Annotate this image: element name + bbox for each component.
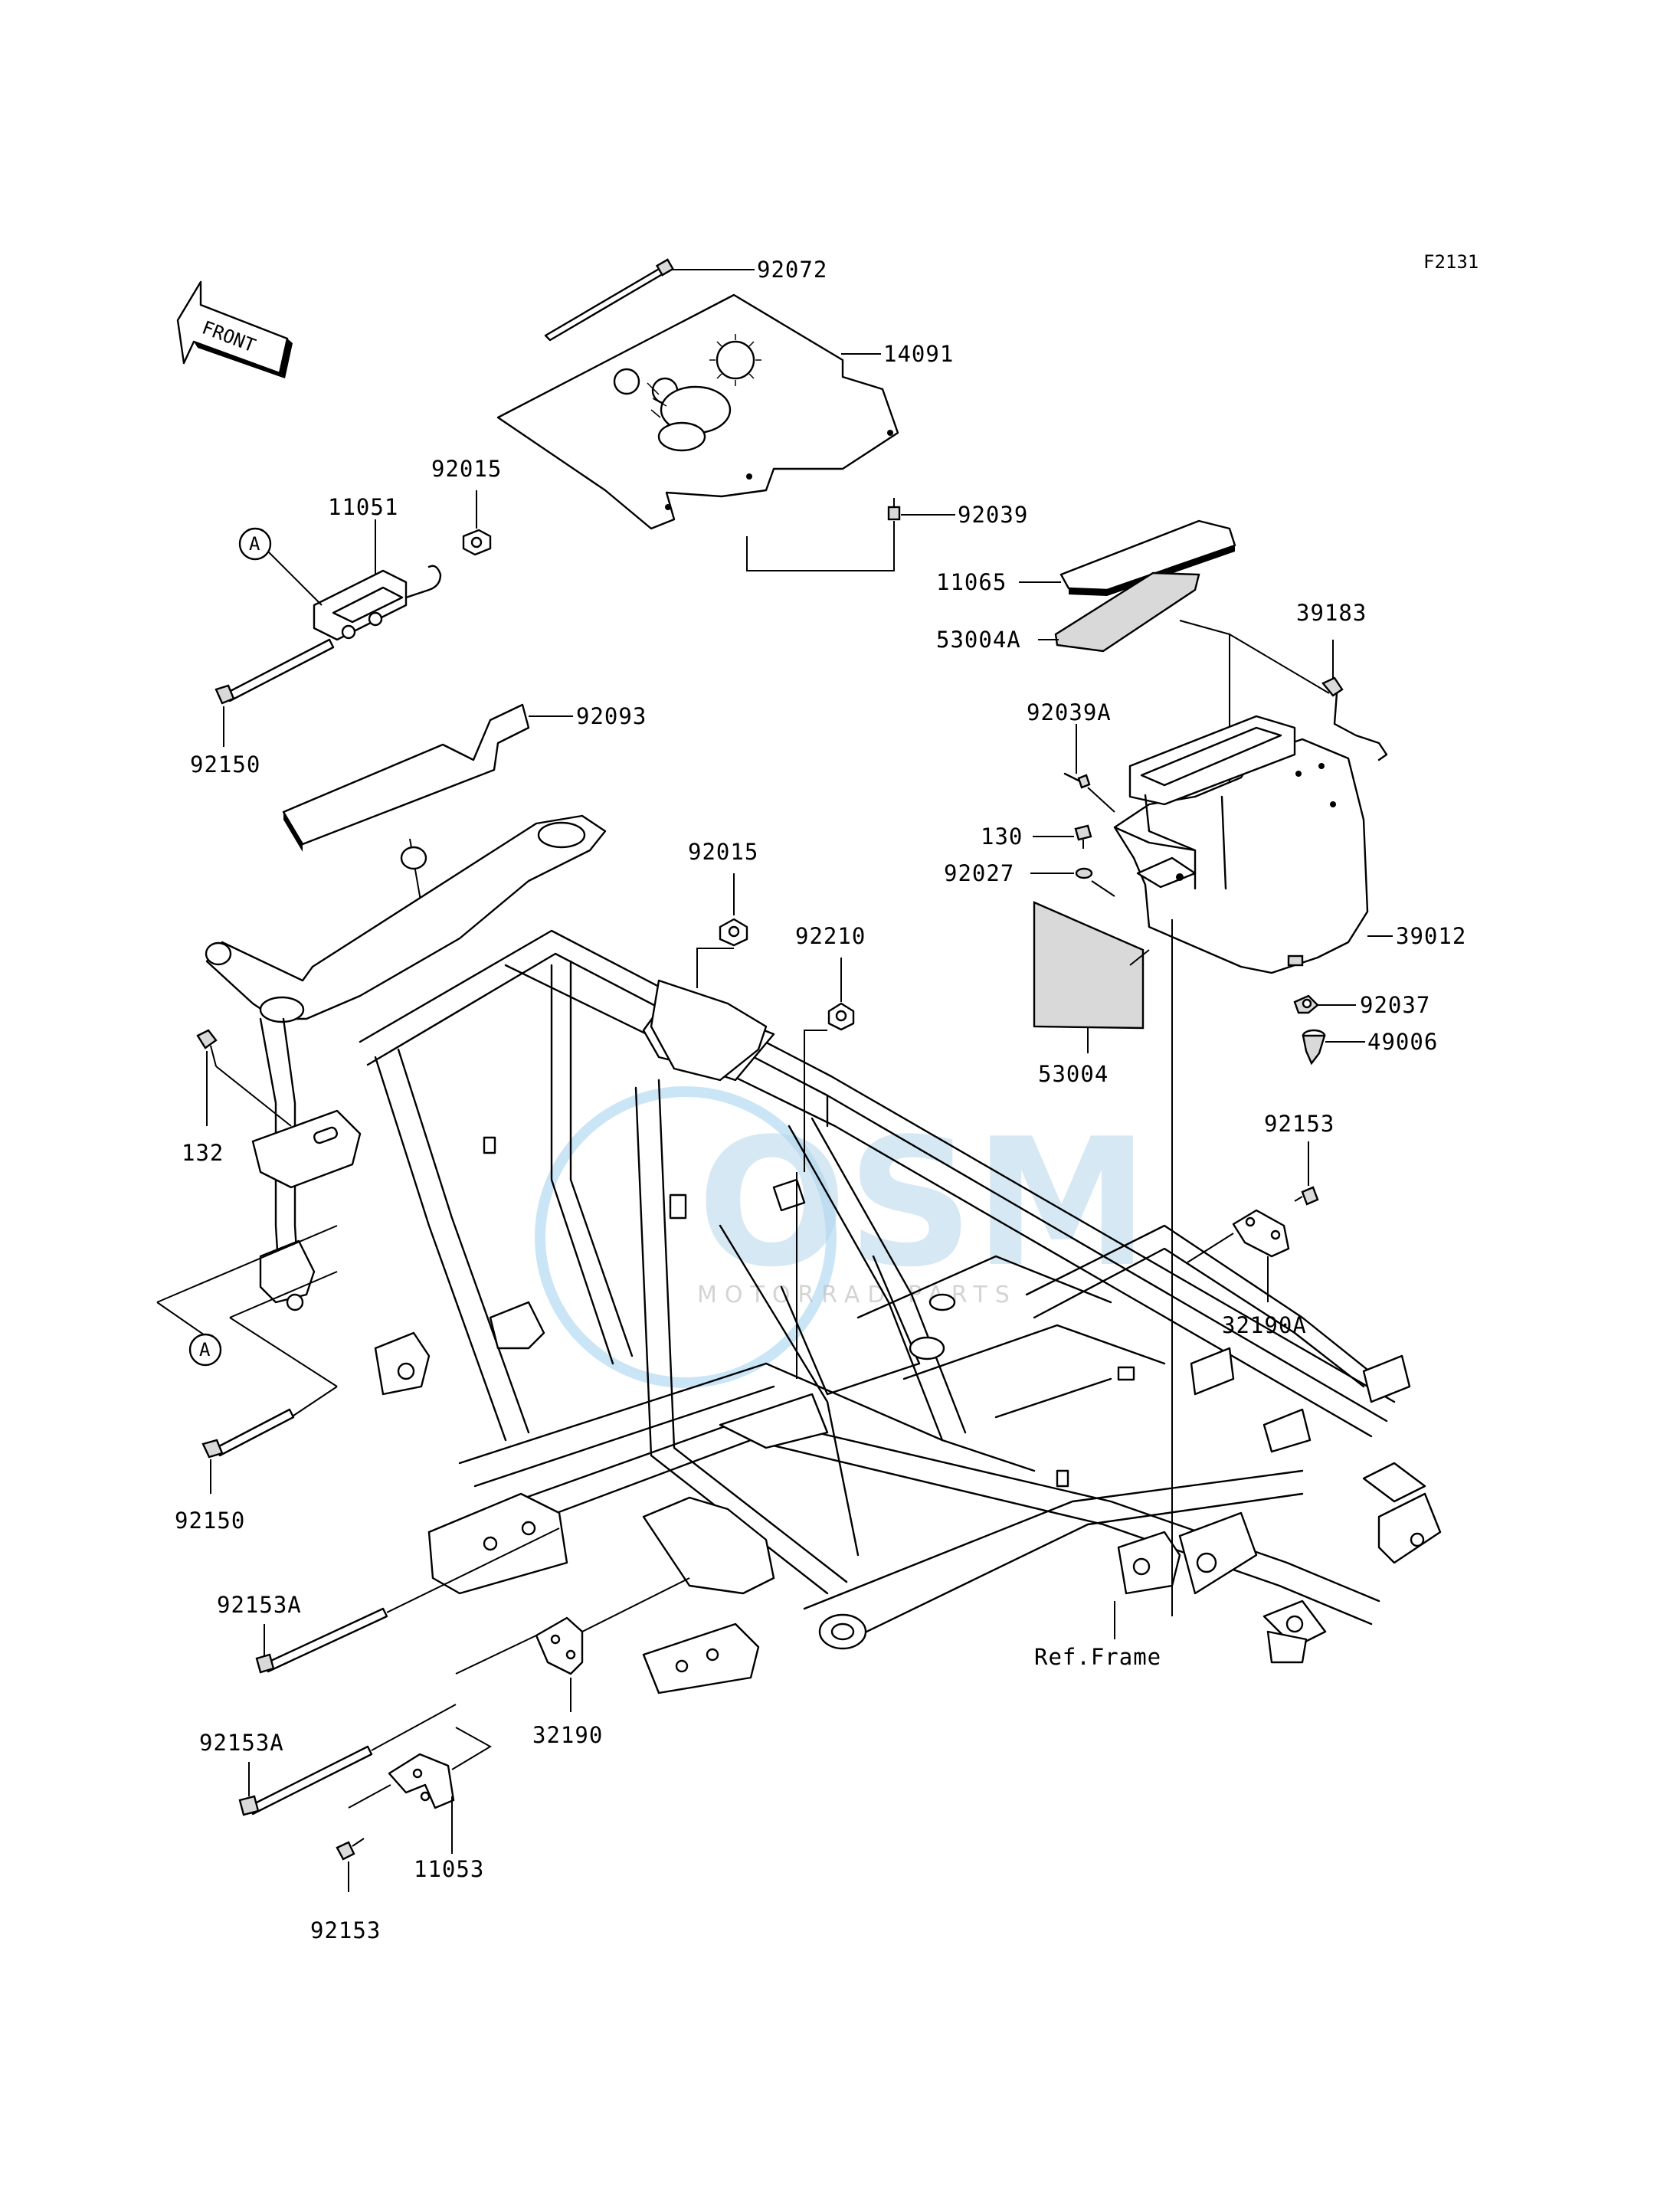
bracket-11051-part	[313, 565, 442, 641]
figure-code: F2131	[1423, 251, 1479, 273]
label-92150-top: 92150	[190, 751, 260, 778]
label-92037: 92037	[1360, 992, 1430, 1018]
bolt-92153a-2-part	[238, 1745, 373, 1816]
bolt-92153a-1-part	[255, 1607, 388, 1674]
bolt-92039a-part	[1063, 772, 1091, 789]
label-92039A: 92039A	[1027, 699, 1112, 725]
pad-53004-part	[1033, 901, 1145, 1030]
label-130: 130	[981, 823, 1023, 850]
bolt-92153-right-part	[1294, 1186, 1319, 1206]
label-132: 132	[182, 1140, 224, 1166]
watermark-logo-text: OSM	[697, 1102, 1149, 1306]
bolt-92153-bottom-part	[336, 1838, 365, 1861]
label-53004A: 53004A	[936, 627, 1021, 653]
clip-92037-part	[1293, 994, 1319, 1014]
clamp-39183-part	[1321, 676, 1388, 761]
pad-92093-part	[282, 703, 530, 852]
label-92015-top: 92015	[431, 456, 502, 482]
bracket-32190a-part	[1232, 1209, 1290, 1258]
bracket-92210-mount	[650, 979, 768, 1082]
pad-53004a-part	[1054, 571, 1200, 653]
label-92039: 92039	[958, 502, 1028, 528]
label-ref-frame: Ref.Frame	[1034, 1644, 1161, 1670]
label-92093: 92093	[576, 703, 647, 729]
cover-11065-part	[1059, 519, 1236, 596]
label-32190A: 32190A	[1222, 1312, 1307, 1338]
label-11053: 11053	[414, 1856, 484, 1882]
label-49006: 49006	[1367, 1029, 1438, 1055]
label-92153-right: 92153	[1264, 1111, 1335, 1137]
label-92150-bottom: 92150	[175, 1508, 245, 1534]
label-92153-bottom: 92153	[310, 1917, 381, 1943]
watermark: OSM MOTORRAD PARTS	[535, 1086, 1149, 1388]
label-11065: 11065	[936, 569, 1007, 595]
label-39012: 39012	[1396, 923, 1466, 949]
bolt-130-part	[1074, 824, 1092, 849]
washer-92027-part	[1075, 867, 1093, 879]
label-39183: 39183	[1296, 600, 1367, 626]
svg-text:A: A	[199, 1339, 211, 1360]
battery-case-39012-part	[1113, 715, 1369, 974]
label-14091: 14091	[883, 341, 954, 367]
callout-a-bottom: A	[188, 1333, 222, 1367]
label-11051: 11051	[328, 494, 398, 520]
nut-92210-part	[827, 1002, 855, 1031]
bolt-92150-top-part	[215, 638, 335, 705]
bracket-32190-part	[535, 1616, 584, 1675]
cap-49006-part	[1302, 1029, 1326, 1066]
callout-a-top: A	[238, 527, 272, 561]
nut-92015-top-part	[462, 529, 492, 556]
label-92153A-1: 92153A	[217, 1592, 302, 1618]
bolt-132-part	[196, 1029, 218, 1067]
guard-plate-part	[496, 293, 899, 530]
nut-92015-mid-part	[719, 918, 748, 947]
bolt-92039-part	[887, 498, 901, 521]
svg-text:A: A	[249, 533, 260, 555]
label-92210: 92210	[795, 923, 866, 949]
label-92153A-2: 92153A	[199, 1730, 284, 1756]
cable-tie-part	[544, 258, 675, 342]
front-arrow-icon: FRONT	[176, 280, 293, 378]
label-92027: 92027	[944, 860, 1014, 886]
watermark-sub-text: MOTORRAD PARTS	[697, 1282, 1017, 1308]
bolt-92150-bottom-part	[201, 1408, 295, 1459]
label-92015-mid: 92015	[688, 839, 758, 865]
label-32190: 32190	[532, 1722, 603, 1748]
label-92072: 92072	[757, 257, 827, 283]
bracket-11053-part	[388, 1753, 455, 1809]
label-53004: 53004	[1038, 1061, 1109, 1087]
